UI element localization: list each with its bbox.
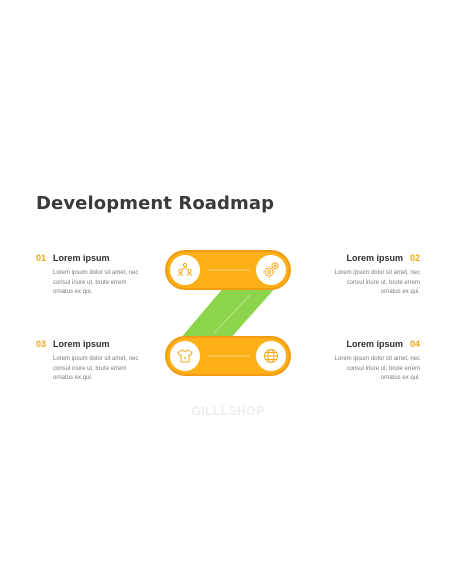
watermark: GILLLSHOP — [191, 404, 265, 418]
step-number: 03 — [36, 339, 47, 349]
step-description: Lorem ipsum dolor sit amet, nec consul i… — [53, 270, 139, 296]
diagonal-connector — [180, 287, 276, 339]
z-roadmap-diagram — [164, 249, 292, 377]
step-description: Lorem ipsum dolor sit amet, nec consul i… — [53, 356, 139, 382]
page-title: Development Roadmap — [36, 193, 275, 214]
step-number: 04 — [409, 339, 420, 349]
gears-icon — [256, 255, 286, 285]
step-label: Lorem ipsum — [346, 339, 403, 349]
people-pyramid-icon — [170, 255, 200, 285]
step-description: Lorem ipsum dolor sit amet, nec consul i… — [334, 356, 420, 382]
globe-icon — [256, 341, 286, 371]
step-03: 03 Lorem ipsum Lorem ipsum dolor sit ame… — [36, 339, 146, 384]
step-label: Lorem ipsum — [53, 253, 110, 263]
tshirt-icon — [170, 341, 200, 371]
step-02: Lorem ipsum 02 Lorem ipsum dolor sit ame… — [310, 253, 420, 298]
step-label: Lorem ipsum — [53, 339, 110, 349]
step-number: 01 — [36, 253, 47, 263]
diagonal-highlight — [213, 294, 251, 334]
step-number: 02 — [409, 253, 420, 263]
step-04: Lorem ipsum 04 Lorem ipsum dolor sit ame… — [310, 339, 420, 384]
step-01: 01 Lorem ipsum Lorem ipsum dolor sit ame… — [36, 253, 146, 298]
step-label: Lorem ipsum — [346, 253, 403, 263]
step-description: Lorem ipsum dolor sit amet, nec consul i… — [334, 270, 420, 296]
